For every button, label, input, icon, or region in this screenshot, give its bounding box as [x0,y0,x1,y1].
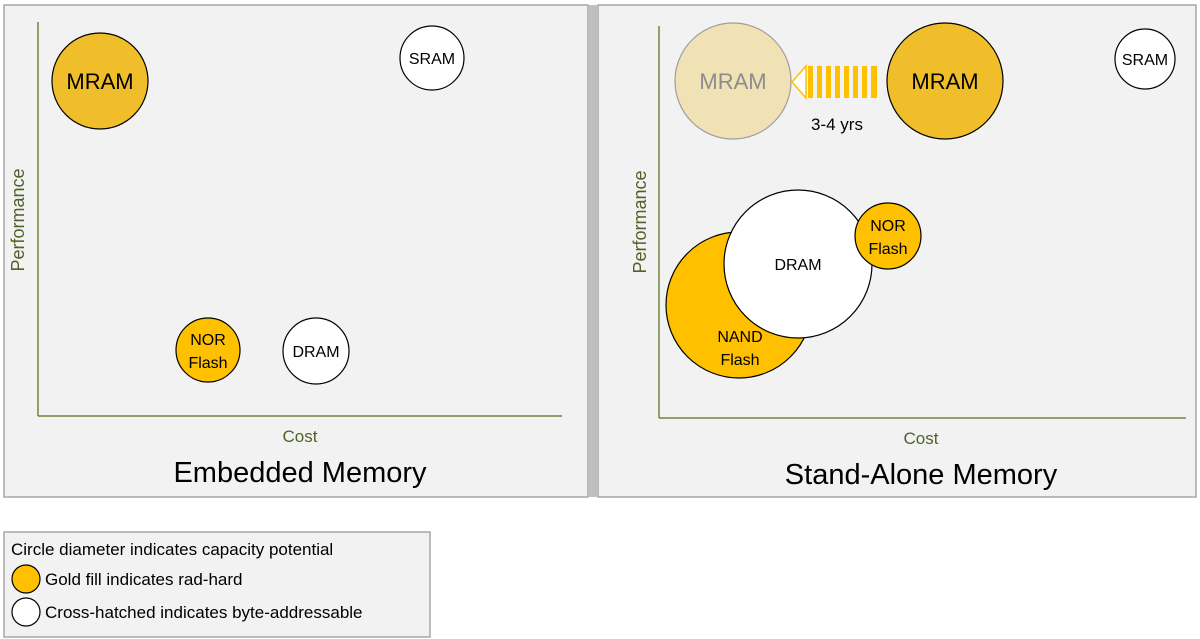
standalone-nand-label-line1: NAND [717,329,762,346]
legend-line-byte-addressable: Cross-hatched indicates byte-addressable [45,603,363,622]
embedded-nor-flash-shape [175,317,241,383]
embedded-dram-circle: DRAM [282,317,350,385]
standalone-mram-label: MRAM [911,69,978,94]
arrow-stripe [871,66,877,98]
embedded-x-axis-label: Cost [283,427,318,446]
legend-line-capacity: Circle diameter indicates capacity poten… [11,540,333,559]
legend: Circle diameter indicates capacity poten… [3,531,431,638]
embedded-dram-shape [282,317,350,385]
arrow-stripe [853,66,858,98]
legend-line-rad-hard: Gold fill indicates rad-hard [45,570,242,589]
standalone-dram-circle: DRAM [723,189,873,339]
standalone-mram-circle: MRAM [886,22,1004,140]
panel-divider [589,5,597,497]
embedded-mram-circle: MRAM [51,32,149,130]
standalone-future-mram-circle: MRAM [674,22,792,140]
embedded-sram-shape [399,25,465,91]
standalone-nand-label-line2: Flash [720,352,759,369]
embedded-nor-label-line2: Flash [188,355,227,372]
standalone-nor-label-line2: Flash [868,241,907,258]
embedded-mram-shape [51,32,149,130]
arrow-stripe [844,66,849,98]
embedded-y-axis-label: Performance [8,168,28,271]
arrow-timeframe-label: 3-4 yrs [811,115,863,134]
arrow-head-icon [791,64,807,100]
standalone-sram-circle: SRAM [1114,28,1176,90]
legend-box [3,531,431,638]
standalone-future-mram-label: MRAM [699,69,766,94]
embedded-dram-label: DRAM [292,344,339,361]
embedded-sram-label: SRAM [409,51,455,68]
legend-white-swatch-icon [11,597,41,627]
embedded-mram-label: MRAM [66,69,133,94]
standalone-nor-flash-circle: NOR Flash [854,202,922,270]
arrow-stripe [817,66,822,98]
migration-arrow: 3-4 yrs [791,64,877,134]
legend-gold-swatch-icon [11,564,41,594]
standalone-memory-panel: Performance Cost Stand-Alone Memory MRAM… [597,4,1197,498]
standalone-nor-label-line1: NOR [870,218,906,235]
standalone-nor-flash-shape [854,202,922,270]
arrow-stripe [826,66,831,98]
arrow-stripe [835,66,840,98]
standalone-sram-label: SRAM [1122,52,1168,69]
standalone-dram-label: DRAM [774,257,821,274]
standalone-mram-shape [886,22,1004,140]
embedded-nor-label-line1: NOR [190,332,226,349]
embedded-panel-title: Embedded Memory [173,457,427,489]
embedded-nor-flash-circle: NOR Flash [175,317,241,383]
standalone-sram-shape [1114,28,1176,90]
standalone-y-axis-label: Performance [630,170,650,273]
arrow-stripe [862,66,867,98]
standalone-future-mram-shape [674,22,792,140]
standalone-x-axis-label: Cost [904,429,939,448]
embedded-memory-panel: Performance Cost Embedded Memory MRAM SR… [3,4,589,498]
standalone-panel-title: Stand-Alone Memory [785,459,1058,491]
embedded-sram-circle: SRAM [399,25,465,91]
arrow-stripe [808,66,813,98]
